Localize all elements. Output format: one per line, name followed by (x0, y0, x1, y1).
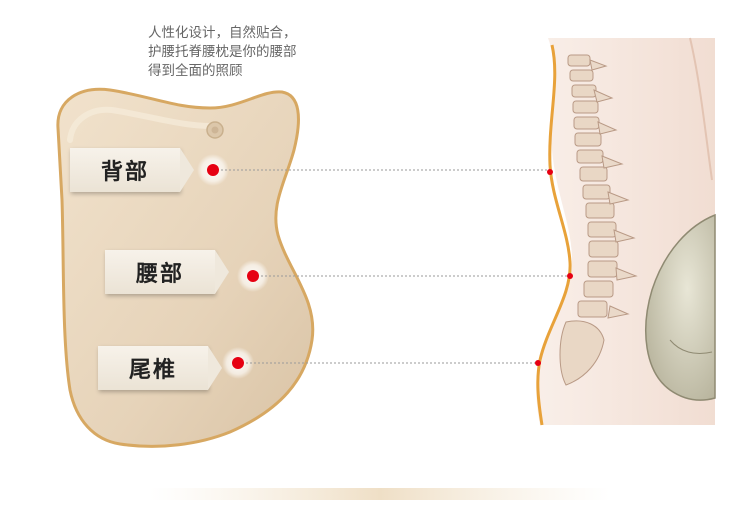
connector-lines (221, 169, 570, 364)
label-lumbar: 腰部 (105, 250, 229, 294)
label-back: 背部 (70, 148, 194, 192)
floor-shadow (150, 488, 610, 500)
caption-line-1: 人性化设计，自然贴合， (148, 25, 297, 41)
label-back-text: 背部 (100, 160, 149, 185)
label-tailbone-text: 尾椎 (128, 358, 177, 383)
marker-tailbone (222, 347, 254, 379)
caption-line-3: 得到全面的照顾 (148, 63, 243, 79)
body-illustration (535, 37, 716, 426)
marker-back (197, 154, 229, 186)
caption-text: 人性化设计，自然贴合， 护腰托脊腰枕是你的腰部 得到全面的照顾 (148, 24, 378, 81)
label-tailbone: 尾椎 (98, 346, 222, 390)
caption-line-2: 护腰托脊腰枕是你的腰部 (148, 44, 297, 60)
label-lumbar-text: 腰部 (135, 262, 184, 287)
marker-lumbar (237, 260, 269, 292)
